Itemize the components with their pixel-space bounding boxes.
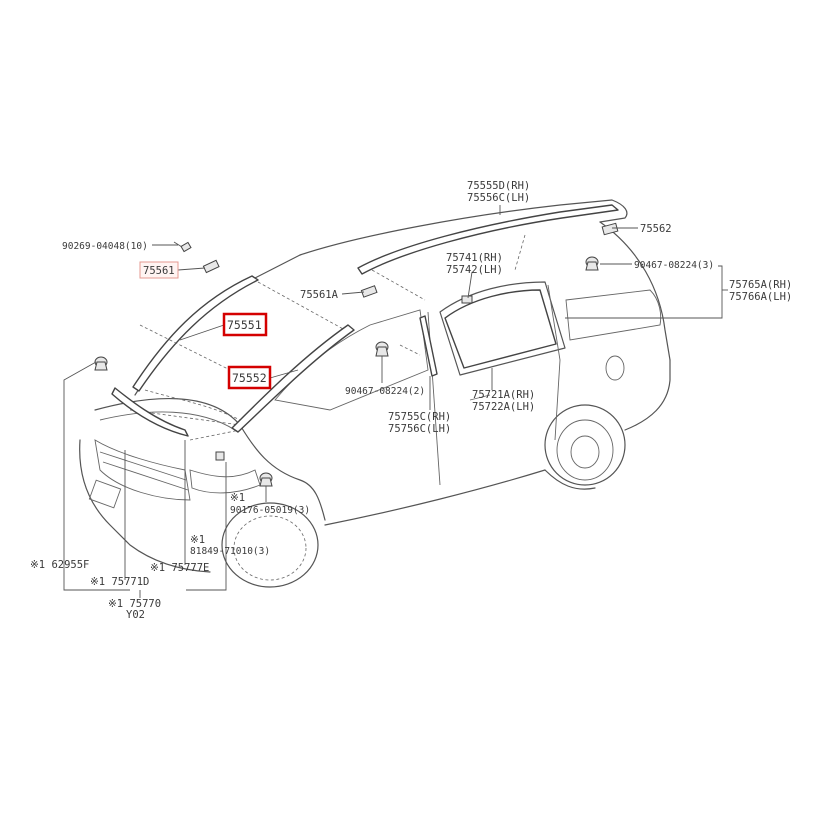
label-90176[interactable]: 90176-05019(3) [230,505,310,516]
grille-line-1 [99,451,187,481]
clip-75561[interactable] [202,259,220,274]
roof-rear-edge [599,221,671,361]
leader-62955 [63,361,130,591]
front-tire-hidden [233,515,307,581]
van-body [79,199,671,588]
leader-hidden-2 [399,344,421,356]
leader-75551 [179,324,225,341]
windshield-outside-moulding-side[interactable] [231,324,355,433]
part-labels: 75555D(RH) 75556C(LH) 75562 90467-08224(… [30,180,792,621]
label-75770[interactable]: ※1 75770 [108,598,161,610]
hood-crease [99,411,236,431]
label-75771[interactable]: ※1 75771D [90,576,149,588]
grille-line-2 [102,461,189,491]
label-90467-top[interactable]: 90467-08224(3) [634,260,714,271]
label-90467-mid[interactable]: 90467-08224(2) [345,386,425,397]
label-75777[interactable]: ※1 75777E [150,562,209,574]
label-75561A[interactable]: 75561A [300,289,339,301]
clip-81849[interactable] [215,451,225,461]
front-face [79,439,211,573]
fuel-lid [605,355,625,381]
clip-75562[interactable] [601,222,619,236]
highlight-75551[interactable] [222,312,268,337]
leader-hidden-1 [139,324,231,371]
label-75556[interactable]: 75556C(LH) [467,192,530,204]
label-75741[interactable]: 75741(RH) [446,252,503,264]
roof-drip-moulding[interactable] [357,204,619,275]
fasteners [94,222,619,487]
hidden-line-roof-1 [257,281,346,331]
highlight-75561[interactable] [139,261,179,279]
hidden-line-windshield [144,389,241,421]
label-75555[interactable]: 75555D(RH) [467,180,530,192]
leader-81849 [186,462,227,591]
label-y02: Y02 [126,609,145,621]
clip-75561A[interactable] [360,285,378,298]
label-75561[interactable]: 75561 [143,265,175,277]
license-plate-frame [88,479,122,509]
leader-lines [63,205,728,598]
hidden-line-cowl [189,429,241,441]
note-star-1a: ※1 [230,492,245,504]
headlamp-outline [189,469,261,494]
label-90269[interactable]: 90269-04048(10) [62,241,148,252]
label-75765[interactable]: 75765A(RH) [729,279,792,291]
clip-75741[interactable] [461,295,473,304]
rear-hub [570,435,600,469]
rear-quarter-window [565,289,662,341]
clip-front-lamp[interactable] [94,356,108,371]
label-81849[interactable]: 81849-71010(3) [190,546,270,557]
highlight-75552[interactable] [227,365,272,390]
leader-75561 [177,267,206,271]
clip-90467-top[interactable] [585,256,599,271]
clip-90269[interactable] [173,241,192,253]
front-garnish-moulding[interactable] [111,387,189,437]
front-wheel-arch [221,502,319,588]
windshield-outside-moulding-upper[interactable] [132,275,259,392]
leader-75741 [467,271,473,299]
label-75722[interactable]: 75722A(LH) [472,401,535,413]
rear-wheel-arch [544,404,626,486]
rear-quarter [624,359,671,431]
label-75766[interactable]: 75766A(LH) [729,291,792,303]
leader-75552 [269,369,299,379]
grille-outline [94,439,191,501]
door-frame-moulding[interactable] [419,315,438,377]
hidden-line-rear-rail [514,234,526,271]
label-75551[interactable]: 75551 [227,318,262,332]
label-75756[interactable]: 75756C(LH) [388,423,451,435]
label-62955[interactable]: ※1 62955F [30,559,89,571]
label-75742[interactable]: 75742(LH) [446,264,503,276]
rear-side-window-frame [439,281,566,376]
side-sill [324,469,546,526]
leader-75561A [341,291,365,295]
label-75755[interactable]: 75755C(RH) [388,411,451,423]
front-left-fender [239,424,326,521]
rear-side-glass-seal [444,289,557,369]
label-75552[interactable]: 75552 [232,371,267,385]
rear-bumper-edge [544,469,596,490]
clip-90176[interactable] [259,472,273,487]
hidden-line-roof-rail [371,269,426,301]
slide-door-rear-line [547,284,561,441]
moulding-parts [111,204,619,437]
leader-75765 [565,265,723,319]
rear-tire [556,419,614,481]
label-75721[interactable]: 75721A(RH) [472,389,535,401]
label-75562[interactable]: 75562 [640,223,672,235]
hood-outline [94,397,241,426]
note-star-1b: ※1 [190,534,205,546]
roof-outline [299,199,628,256]
clip-90467-mid[interactable] [375,341,389,357]
door-handle [469,394,491,401]
